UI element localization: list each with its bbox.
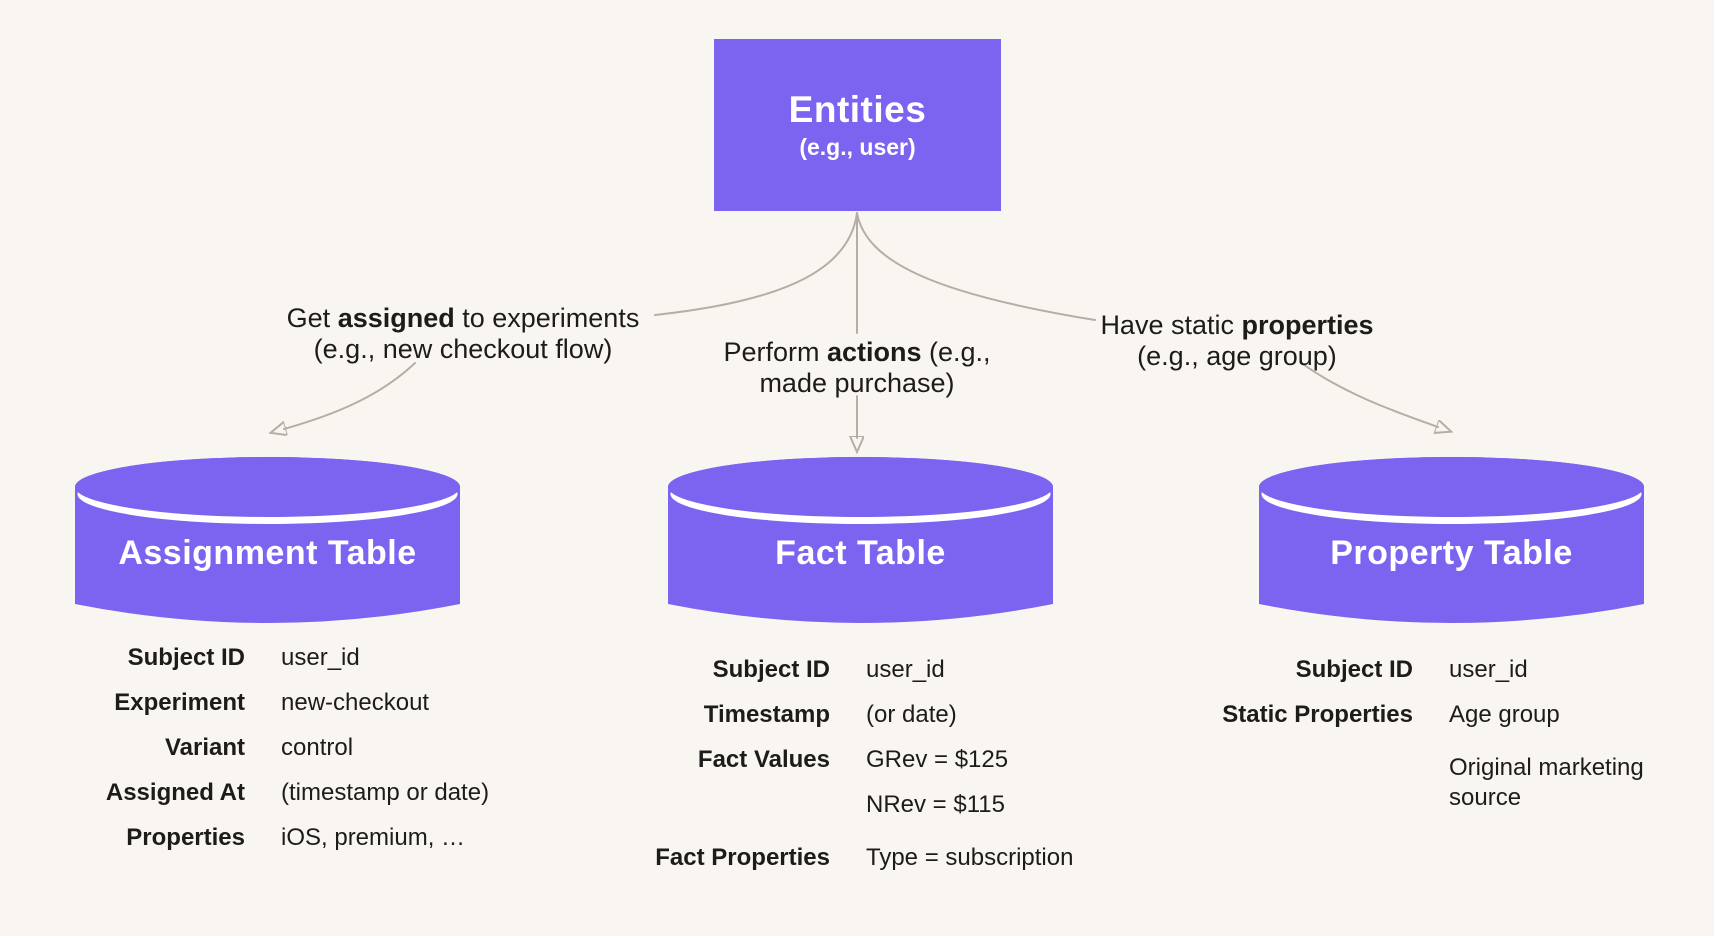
field-value: NRev = $115 xyxy=(866,791,1005,818)
field-value: new-checkout xyxy=(281,689,430,716)
field-key: Static Properties xyxy=(1222,701,1413,728)
field-key: Fact Properties xyxy=(655,844,830,871)
entities-title: Entities xyxy=(788,89,927,130)
edge-label-property: Have static properties (e.g., age group) xyxy=(1037,310,1437,372)
property-table-title: Property Table xyxy=(1330,534,1573,572)
field-value: Age group xyxy=(1449,701,1560,728)
field-value: user_id xyxy=(281,644,360,671)
edge-label-fact-line1: Perform actions (e.g., xyxy=(723,337,991,367)
database-cylinder-icon xyxy=(1259,457,1644,623)
edge-entities-to-assignment-label xyxy=(654,212,858,316)
field-value: user_id xyxy=(1449,656,1528,683)
field-value: control xyxy=(281,734,354,761)
field-key: Timestamp xyxy=(703,701,830,728)
fact-field-list: Subject ID user_id Timestamp (or date) F… xyxy=(600,647,1156,880)
edge-entities-to-property-label xyxy=(856,212,1096,321)
field-value: (or date) xyxy=(866,701,957,728)
field-key: Variant xyxy=(164,734,245,761)
entities-subtitle: (e.g., user) xyxy=(799,134,916,160)
field-key: Experiment xyxy=(114,689,245,716)
edge-label-assignment-line1: Get assigned to experiments xyxy=(286,303,640,333)
fact-table-cylinder: Fact Table xyxy=(668,457,1053,627)
edge-label-fact-line2: made purchase) xyxy=(759,368,955,398)
field-key: Assigned At xyxy=(105,779,245,806)
assignment-table-title: Assignment Table xyxy=(118,534,417,572)
edge-label-assignment-line2: (e.g., new checkout flow) xyxy=(313,334,613,364)
entities-box: Entities (e.g., user) xyxy=(714,39,1001,211)
database-cylinder-icon xyxy=(75,457,460,623)
database-cylinder-icon xyxy=(668,457,1053,623)
field-key: Properties xyxy=(126,824,245,851)
edge-label-property-line2: (e.g., age group) xyxy=(1137,341,1337,371)
fact-table-title: Fact Table xyxy=(775,534,946,572)
field-value: user_id xyxy=(866,656,945,683)
assignment-field-list: Subject ID user_id Experiment new-checko… xyxy=(30,635,581,860)
edge-label-fact: Perform actions (e.g., made purchase) xyxy=(657,337,1057,399)
field-value: iOS, premium, … xyxy=(281,824,466,851)
arrow-to-assignment-table-icon xyxy=(284,362,416,429)
field-value: Original marketing source xyxy=(1449,754,1644,811)
edge-label-assignment: Get assigned to experiments (e.g., new c… xyxy=(253,303,673,365)
edge-label-property-line1: Have static properties xyxy=(1100,310,1374,340)
field-key: Subject ID xyxy=(712,656,830,683)
property-table-cylinder: Property Table xyxy=(1259,457,1644,627)
field-key: Subject ID xyxy=(1295,656,1413,683)
property-field-list: Subject ID user_id Static Properties Age… xyxy=(1165,647,1656,813)
field-value: (timestamp or date) xyxy=(281,779,490,806)
field-key: Fact Values xyxy=(697,746,830,773)
field-value: GRev = $125 xyxy=(866,746,1009,773)
field-value: Type = subscription xyxy=(866,844,1074,871)
assignment-table-cylinder: Assignment Table xyxy=(75,457,460,627)
field-key: Subject ID xyxy=(127,644,245,671)
